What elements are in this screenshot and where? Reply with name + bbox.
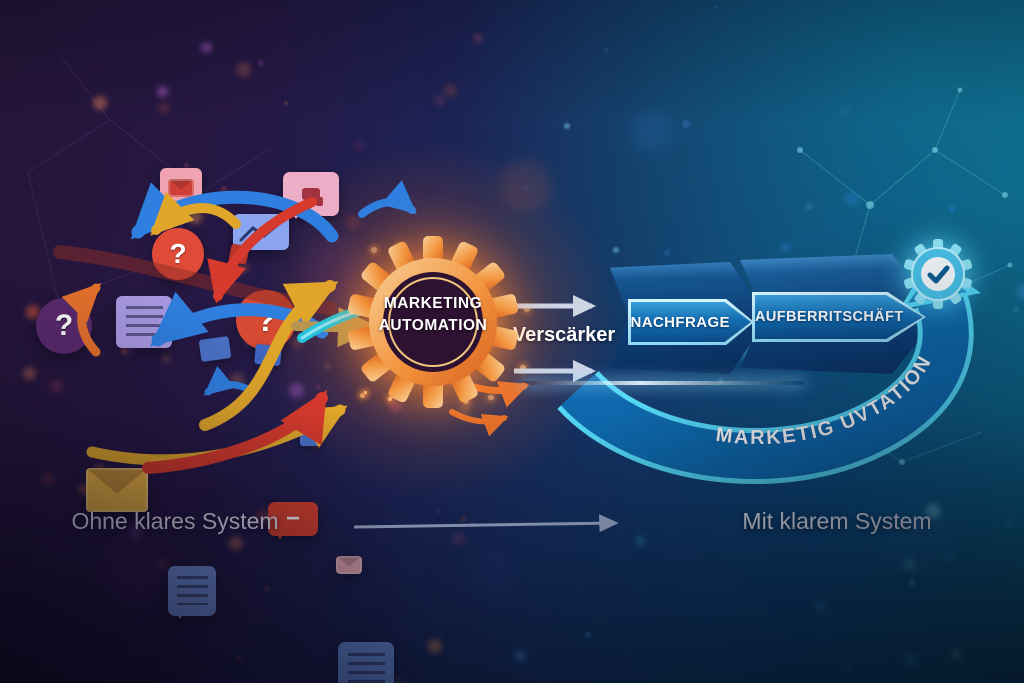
gear-label: MARKETING AUTOMATION [361,293,505,338]
funnel-stage-label: NACHFRAGE [630,313,730,331]
funnel-stage-inner: NACHFRAGE [631,302,751,342]
light-streak [522,381,804,385]
without-system-label: Ohne klares System [71,508,279,534]
with-system-label: Mit klarem System [742,508,932,534]
small-gear-core [921,257,955,291]
gear-label-line2: AUTOMATION [378,317,488,335]
gear-check-icon [903,239,973,309]
funnel-stage-inner: KAUFBERRITSCHÄFT [755,295,923,339]
gear-label-line1: MARKETING [383,295,483,312]
